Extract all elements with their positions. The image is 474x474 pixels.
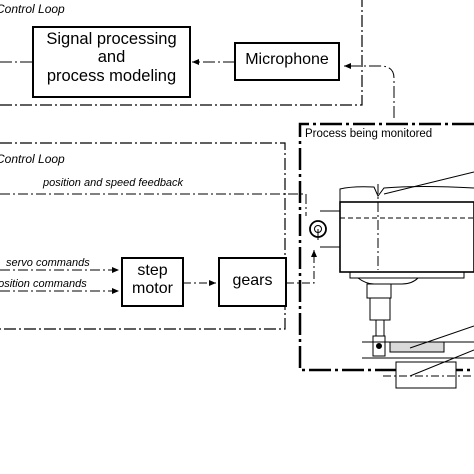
process-frame [298, 122, 474, 372]
arrow-process-to-microphone [344, 63, 395, 118]
arrow-gears-to-process [286, 250, 317, 284]
position-commands-label: position commands [0, 278, 87, 290]
servo-commands-label: servo commands [6, 257, 90, 269]
gears-block [218, 257, 287, 307]
signal-processing-line-1: Signal processing [46, 30, 177, 48]
upper-loop-title: Control Loop [0, 2, 65, 16]
signal-processing-line-3: process modeling [46, 66, 177, 85]
feedback-line [0, 193, 307, 216]
process-title: Process being monitored [305, 128, 433, 140]
step-motor-block [121, 257, 184, 307]
signal-processing-line-2: and [97, 48, 126, 67]
lower-loop-frame [0, 142, 286, 330]
step-motor-line-2: motor [132, 279, 173, 297]
step-motor-line-1: step [137, 262, 168, 279]
microphone-label: Microphone [245, 51, 329, 68]
step-motor-label: step motor [122, 262, 183, 298]
signal-processing-label: Signal processing and process modeling [33, 30, 190, 85]
gears-label: gears [232, 272, 273, 289]
machine-drawing [309, 171, 474, 389]
upper-loop-frame [0, 0, 363, 106]
lower-loop-title: Control Loop [0, 152, 65, 166]
signal-processing-block [32, 26, 191, 98]
feedback-label: position and speed feedback [43, 177, 184, 189]
